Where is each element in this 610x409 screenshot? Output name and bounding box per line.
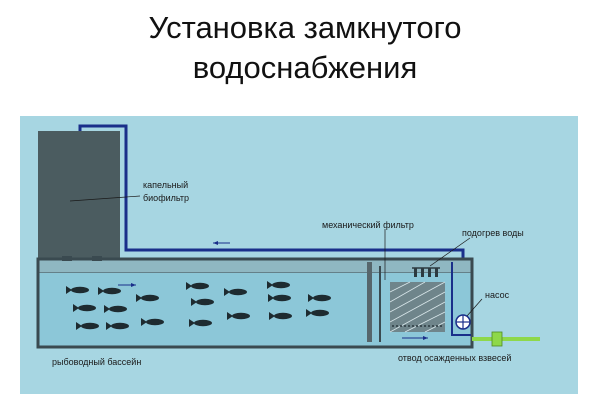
filter-partition xyxy=(367,262,372,342)
fish xyxy=(104,305,127,313)
leader-pump xyxy=(466,298,483,317)
flow-arrow-pool xyxy=(118,283,136,287)
label-sediment-drain: отвод осажденных взвесей xyxy=(398,353,511,363)
tank-lid xyxy=(37,258,473,274)
label-fish-pool: рыбоводный бассейн xyxy=(52,357,141,367)
slide-title: Установка замкнутого водоснабжения xyxy=(0,8,610,88)
fish xyxy=(76,322,99,330)
fish xyxy=(141,318,164,326)
title-line-2: водоснабжения xyxy=(192,50,418,85)
leader-water-heating xyxy=(429,237,471,267)
fish xyxy=(269,312,292,320)
flow-arrow-top xyxy=(213,241,230,245)
fish xyxy=(191,298,214,306)
label-biofilter-line1: капельный xyxy=(143,180,188,190)
label-mechanical-filter: механический фильтр xyxy=(322,220,414,230)
sediment-drain-pipe xyxy=(472,331,540,347)
fish xyxy=(306,309,329,317)
fish xyxy=(186,282,209,290)
fish xyxy=(73,304,96,312)
pump-icon xyxy=(455,314,471,330)
fish xyxy=(268,294,291,302)
leader-biofilter xyxy=(69,195,141,202)
pool-frame xyxy=(36,257,474,349)
pump-riser-pipe xyxy=(451,262,471,336)
mechanical-filter-media xyxy=(389,281,446,333)
fish-group xyxy=(66,281,331,330)
fish xyxy=(66,286,89,294)
label-pump: насос xyxy=(485,290,510,300)
water-heater-coils xyxy=(412,267,440,277)
fish xyxy=(224,288,247,296)
flow-arrow-filter-bottom xyxy=(402,336,428,340)
label-biofilter-line2: биофильтр xyxy=(143,193,189,203)
fish xyxy=(227,312,250,320)
fish xyxy=(308,294,331,302)
title-line-1: Установка замкнутого xyxy=(148,10,462,45)
fish xyxy=(189,319,212,327)
fish xyxy=(106,322,129,330)
fish xyxy=(98,287,121,295)
label-water-heating: подогрев воды xyxy=(462,228,524,238)
drip-biofilter xyxy=(38,131,120,258)
fish xyxy=(136,294,159,302)
fish xyxy=(267,281,290,289)
